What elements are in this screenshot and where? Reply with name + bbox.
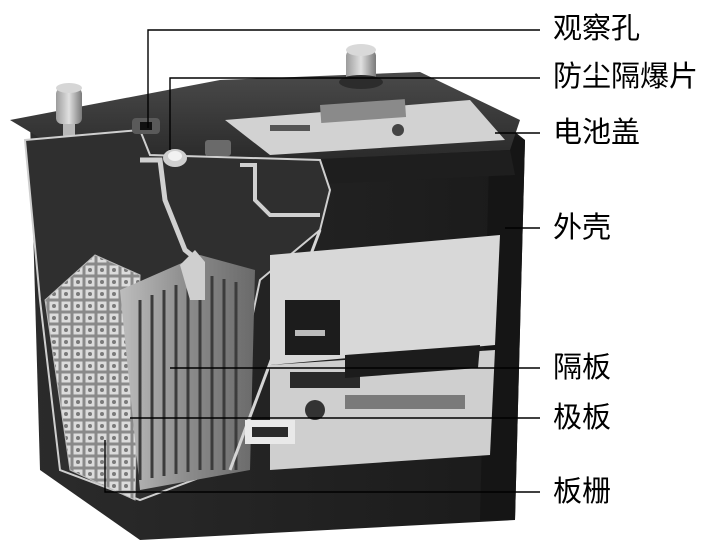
callout-battery-cover: 电池盖 (553, 116, 640, 148)
callout-electrode-plate: 极板 (553, 401, 611, 433)
terminal-post-right (339, 44, 383, 89)
callout-plate-grid: 板栅 (553, 475, 611, 507)
callout-dust-explosion-vent: 防尘隔爆片 (553, 60, 698, 92)
callout-observation-hole: 观察孔 (553, 12, 640, 44)
callout-separator: 隔板 (553, 351, 611, 383)
front-label-panel (270, 235, 500, 470)
observation-hole-cap (132, 118, 160, 134)
callout-outer-case: 外壳 (553, 211, 611, 243)
